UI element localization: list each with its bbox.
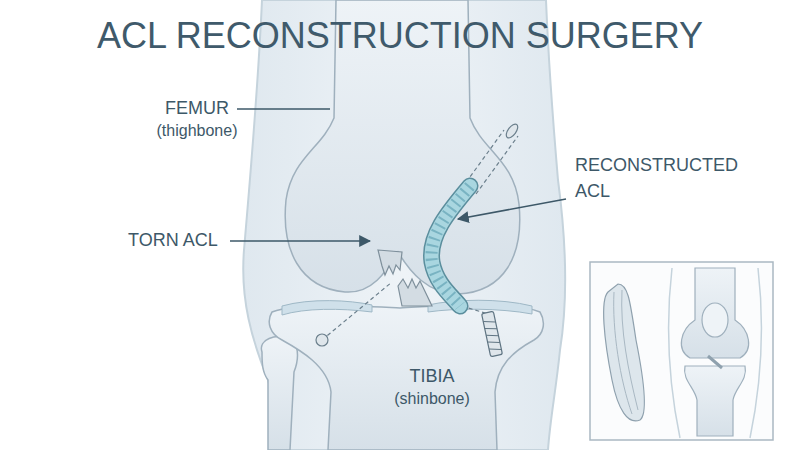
- bone-label: FEMUR: [165, 98, 229, 120]
- tibia-bone: [269, 305, 543, 450]
- graft-outline: [431, 186, 470, 306]
- inset-femur: [681, 268, 748, 358]
- screw-thread: [483, 319, 501, 352]
- bone-sublabel: (thighbone): [157, 121, 238, 140]
- leader-arrow: [230, 240, 370, 242]
- tendon-graft: [604, 284, 645, 421]
- leader-line: [237, 108, 330, 110]
- callout-label: TORN ACL: [128, 230, 218, 252]
- inset-patella: [702, 303, 728, 337]
- torn-acl-lower: [398, 279, 432, 306]
- meniscus: [282, 301, 372, 315]
- graft-braid: [431, 186, 470, 306]
- torn-acl-upper: [378, 250, 402, 275]
- bone-sublabel: (shinbone): [394, 389, 470, 408]
- meniscus: [428, 300, 532, 314]
- leader-arrow: [458, 199, 566, 219]
- screw-body: [482, 311, 503, 357]
- bone-label: TIBIA: [409, 366, 454, 388]
- leg-outline: [243, 0, 565, 450]
- tendon-fiber: [614, 290, 638, 414]
- inset-frame: [590, 262, 773, 440]
- tunnel-line: [322, 282, 392, 340]
- interference-screw: [482, 311, 503, 357]
- inset-leg-outline: [669, 268, 762, 438]
- inset-ligament: [708, 356, 722, 368]
- diagram-title: ACL RECONSTRUCTION SURGERY: [97, 14, 703, 57]
- fibula-bone: [261, 337, 297, 450]
- callout-label: RECONSTRUCTED ACL: [575, 152, 755, 204]
- acl-graft: [431, 186, 470, 306]
- fixation-button: [316, 334, 328, 346]
- inset-tibia: [685, 366, 746, 436]
- fixation-button: [504, 122, 520, 140]
- femoral-tunnel: [476, 136, 518, 194]
